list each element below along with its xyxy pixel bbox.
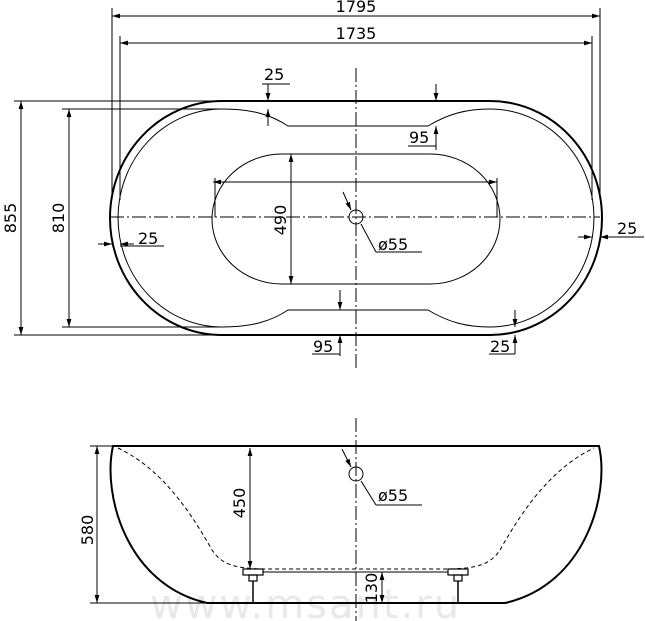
dimension-waist-bottom: 95 <box>313 337 333 356</box>
dimension-inner-length: 1735 <box>336 24 377 43</box>
dimension-rim-right: 25 <box>617 219 637 238</box>
tub-outer-rim <box>109 100 603 336</box>
side-drain-circle <box>348 466 364 482</box>
drain-leader <box>342 191 352 211</box>
watermark-text: www.msant.ru <box>150 582 461 621</box>
drain-diameter-label: ø55 <box>378 235 408 254</box>
side-drain-diameter-label: ø55 <box>378 486 408 505</box>
dimension-rim-top: 25 <box>264 65 284 84</box>
dimension-rim-left: 25 <box>138 229 158 248</box>
tub-inner-rim <box>117 108 595 328</box>
tub-side-outline <box>109 445 603 604</box>
drain-circle <box>348 209 364 225</box>
side-view: ø55 580 450 130 <box>78 418 603 621</box>
dimension-depth: 450 <box>230 488 249 519</box>
drain-leader <box>360 223 377 253</box>
dimension-height: 580 <box>78 515 97 546</box>
dimension-leg-height: 130 <box>362 573 381 604</box>
dimension-overall-width: 855 <box>1 203 20 234</box>
side-drain-leader <box>341 448 352 468</box>
dimension-waist-top: 95 <box>409 128 429 147</box>
dimension-overall-length: 1795 <box>336 0 377 16</box>
top-view: 1795 1735 ø55 490 855 810 <box>1 0 644 368</box>
dimension-basin-width: 490 <box>271 205 290 236</box>
side-drain-leader <box>360 480 377 506</box>
dimension-rim-bottom: 25 <box>490 337 510 356</box>
dimension-inner-width: 810 <box>49 203 68 234</box>
